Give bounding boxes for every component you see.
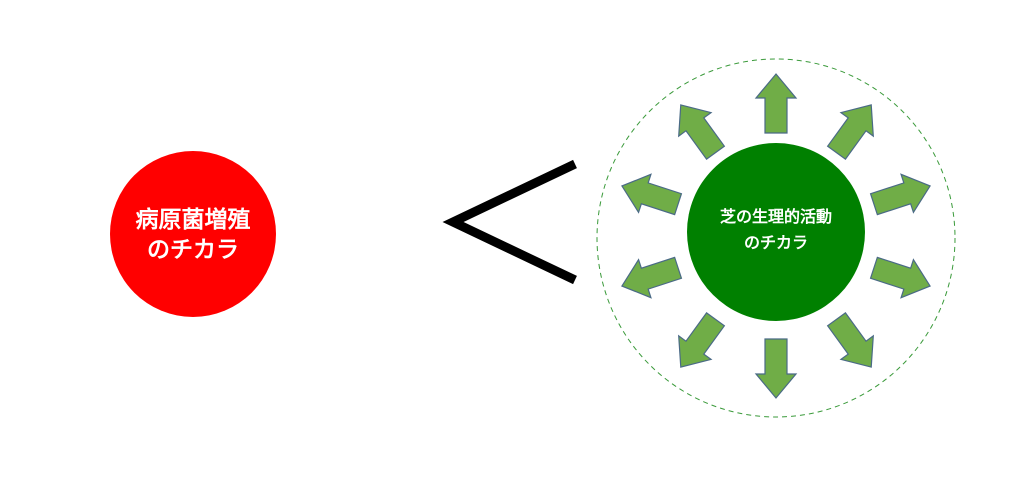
pathogen-label-line2: のチカラ bbox=[147, 237, 239, 263]
outward-arrow bbox=[869, 256, 931, 299]
less-than-symbol bbox=[442, 159, 577, 285]
outward-arrow bbox=[826, 104, 874, 160]
pathogen-label-line1: 病原菌増殖 bbox=[136, 206, 251, 233]
pathogen-circle bbox=[110, 151, 276, 317]
outward-arrow bbox=[678, 104, 726, 160]
turf-boundary-circle bbox=[596, 58, 956, 418]
outward-arrow bbox=[621, 173, 683, 216]
pathogen-node: 病原菌増殖 のチカラ bbox=[110, 151, 276, 317]
outward-arrow bbox=[754, 338, 798, 399]
outward-arrow bbox=[621, 256, 683, 299]
turf-label-line2: のチカラ bbox=[744, 233, 808, 252]
turf-label-line1: 芝の生理的活動 bbox=[720, 207, 832, 226]
outward-arrows bbox=[621, 73, 931, 399]
turf-circle bbox=[687, 143, 865, 321]
outward-arrow bbox=[869, 173, 931, 216]
outward-arrow bbox=[826, 312, 874, 368]
outward-arrow bbox=[678, 312, 726, 368]
turf-node: 芝の生理的活動 のチカラ bbox=[596, 58, 956, 418]
outward-arrow bbox=[754, 73, 798, 134]
